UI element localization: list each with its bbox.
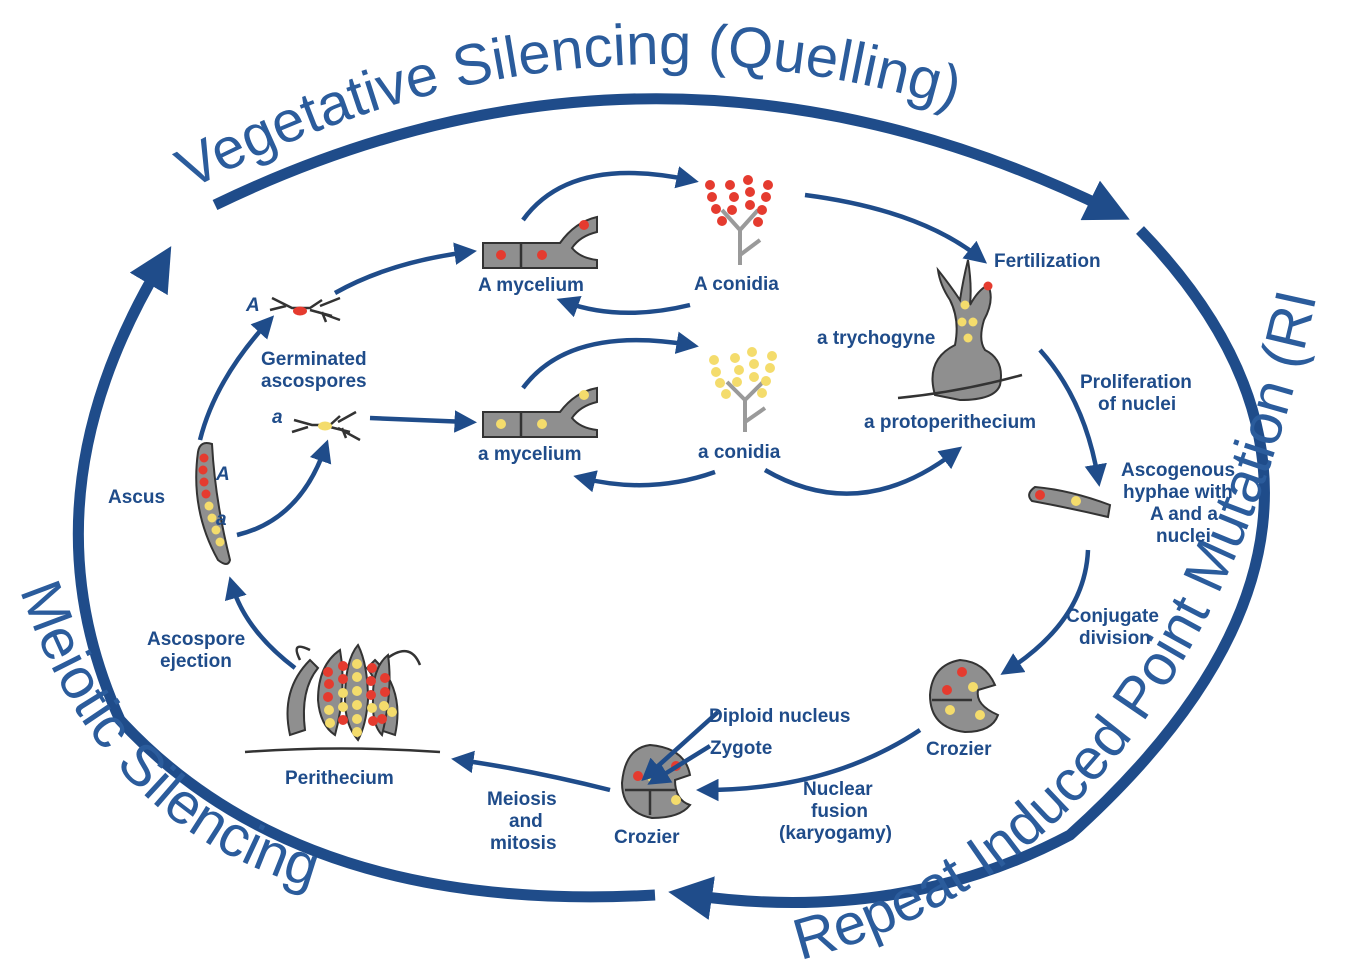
label-diploid-nucleus: Diploid nucleus bbox=[709, 706, 850, 727]
label-crozier-bottom: Crozier bbox=[614, 827, 680, 848]
label-conjugate-2: division bbox=[1079, 628, 1151, 649]
label-ascogenous-4: nuclei bbox=[1156, 526, 1211, 547]
label-a-protoperithecium: a protoperithecium bbox=[864, 412, 1036, 433]
ascogenous-hypha bbox=[1028, 485, 1112, 519]
protoperithecium bbox=[897, 259, 1023, 402]
spore-a bbox=[291, 410, 361, 442]
label-germinated-1: Germinated bbox=[261, 349, 367, 370]
outer-arc-top bbox=[212, 93, 1130, 221]
a-mycelium bbox=[482, 386, 598, 438]
outer-cycle bbox=[72, 93, 1270, 920]
label-a-trychogyne: a trychogyne bbox=[817, 328, 935, 349]
ascus bbox=[195, 442, 232, 565]
label-crozier-right: Crozier bbox=[926, 739, 992, 760]
outer-arc-left bbox=[72, 246, 656, 903]
a-conidia bbox=[709, 347, 777, 432]
crozier-right bbox=[928, 658, 1000, 734]
title-meiotic-silencing: Meiotic Silencing bbox=[7, 572, 327, 900]
label-conjugate-1: Conjugate bbox=[1066, 606, 1159, 627]
label-ascospore-ejection-1: Ascospore bbox=[147, 629, 245, 650]
label-germinated-2: ascospores bbox=[261, 371, 367, 392]
label-zygote: Zygote bbox=[710, 738, 772, 759]
label-a-mycelium: a mycelium bbox=[478, 444, 582, 465]
label-ascus-a: a bbox=[216, 509, 227, 530]
A-mycelium bbox=[482, 215, 598, 269]
label-meiosis-1: Meiosis bbox=[487, 789, 557, 810]
label-ascus: Ascus bbox=[108, 487, 165, 508]
label-a-conidia: a conidia bbox=[698, 442, 781, 463]
label-ascogenous-3: A and a bbox=[1150, 504, 1218, 525]
inner-arrows bbox=[197, 166, 1107, 802]
label-nuclear-fusion-2: fusion bbox=[811, 801, 868, 822]
outer-arc-right bbox=[668, 226, 1270, 920]
perithecium bbox=[244, 643, 441, 754]
label-ascogenous-1: Ascogenous bbox=[1121, 460, 1235, 481]
A-conidia bbox=[705, 175, 773, 265]
label-proliferation-1: Proliferation bbox=[1080, 372, 1192, 393]
label-meiosis-3: mitosis bbox=[490, 833, 557, 854]
label-proliferation-2: of nuclei bbox=[1098, 394, 1176, 415]
label-meiosis-2: and bbox=[509, 811, 543, 832]
label-spore-a: a bbox=[272, 407, 283, 428]
label-nuclear-fusion-1: Nuclear bbox=[803, 779, 873, 800]
label-fertilization: Fertilization bbox=[994, 251, 1101, 272]
label-ascogenous-2: hyphae with bbox=[1123, 482, 1233, 503]
label-nuclear-fusion-3: (karyogamy) bbox=[779, 823, 892, 844]
label-A-mycelium: A mycelium bbox=[478, 275, 584, 296]
spore-A bbox=[269, 296, 341, 323]
label-ascospore-ejection-2: ejection bbox=[160, 651, 232, 672]
label-ascus-A: A bbox=[215, 464, 230, 485]
label-A-conidia: A conidia bbox=[694, 274, 779, 295]
label-spore-A: A bbox=[245, 295, 260, 316]
label-perithecium: Perithecium bbox=[285, 768, 394, 789]
